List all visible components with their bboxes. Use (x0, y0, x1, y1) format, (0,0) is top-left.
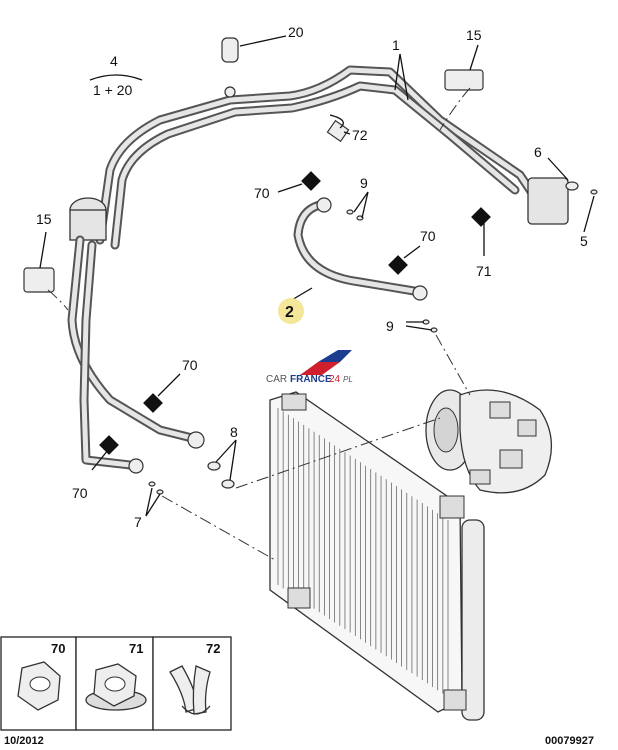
highlight-circle (278, 298, 304, 324)
callout-6: 6 (534, 144, 542, 160)
connection-lines (47, 87, 471, 561)
callout-4: 4 (110, 53, 118, 69)
footer-date: 10/2012 (4, 735, 44, 747)
watermark-brand: FRANCE (290, 374, 332, 385)
callout-20: 20 (288, 24, 304, 40)
clip-72 (326, 119, 350, 143)
watermark-logo: CAR FRANCE 24 PL (266, 350, 353, 385)
callout-70-b: 70 (420, 228, 436, 244)
callout-7: 7 (134, 514, 142, 530)
callout-9-a: 9 (360, 175, 368, 191)
callout-72: 72 (352, 127, 368, 143)
legend-71-number: 71 (129, 641, 143, 656)
footer-reference: 00079927 (545, 735, 594, 747)
expansion-valve (527, 177, 569, 225)
callout-5: 5 (580, 233, 588, 249)
callout-70-a: 70 (254, 185, 270, 201)
legend-nut-71: 71 (75, 636, 154, 731)
plug-20 (221, 37, 239, 98)
hose-2 (293, 197, 428, 301)
legend-70-number: 70 (51, 641, 65, 656)
callout-70-d: 70 (72, 485, 88, 501)
callout-71: 71 (476, 263, 492, 279)
legend-nut-70: 70 (0, 636, 77, 731)
callout-4-sub: 1 + 20 (93, 82, 133, 98)
pipe-assembly-left (67, 197, 205, 474)
watermark-suffix: 24 (329, 374, 341, 385)
legend-clip-72: 72 (152, 636, 232, 731)
flange-nut-icon (85, 663, 147, 711)
callout-70-c: 70 (182, 357, 198, 373)
callout-2: 2 (285, 304, 294, 321)
condenser (269, 391, 485, 721)
clip-icon (169, 665, 211, 715)
callout-9-b: 9 (386, 318, 394, 334)
bracket-15-left (23, 267, 55, 293)
watermark-domain: PL (343, 375, 353, 384)
callout-15-top: 15 (466, 27, 482, 43)
hex-nut-icon (17, 661, 61, 711)
watermark-prefix: CAR (266, 374, 287, 385)
ac-compressor (425, 389, 553, 494)
callout-8: 8 (230, 424, 238, 440)
callout-1: 1 (392, 37, 400, 53)
bracket-15-top (444, 69, 484, 91)
legend-72-number: 72 (206, 641, 220, 656)
marker-squares (99, 171, 491, 455)
callout-15-left: 15 (36, 211, 52, 227)
pipe-assembly-1 (95, 65, 569, 250)
